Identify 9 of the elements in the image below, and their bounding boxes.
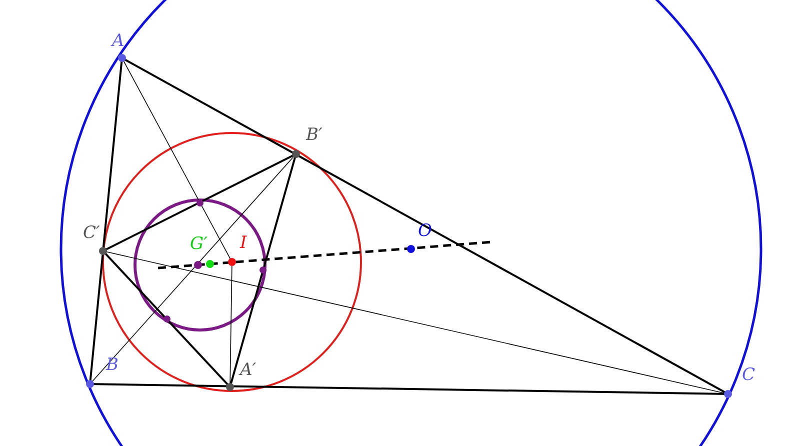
point-label: B [106,355,118,375]
point-label: C [742,365,756,385]
point-label: O [418,221,432,241]
point-label: I [240,233,247,253]
point-label: A [112,31,124,51]
point-label: C′ [83,223,100,243]
point-label: A′ [240,360,256,380]
point-label: B′ [306,125,322,145]
point-label: G′ [190,234,208,254]
